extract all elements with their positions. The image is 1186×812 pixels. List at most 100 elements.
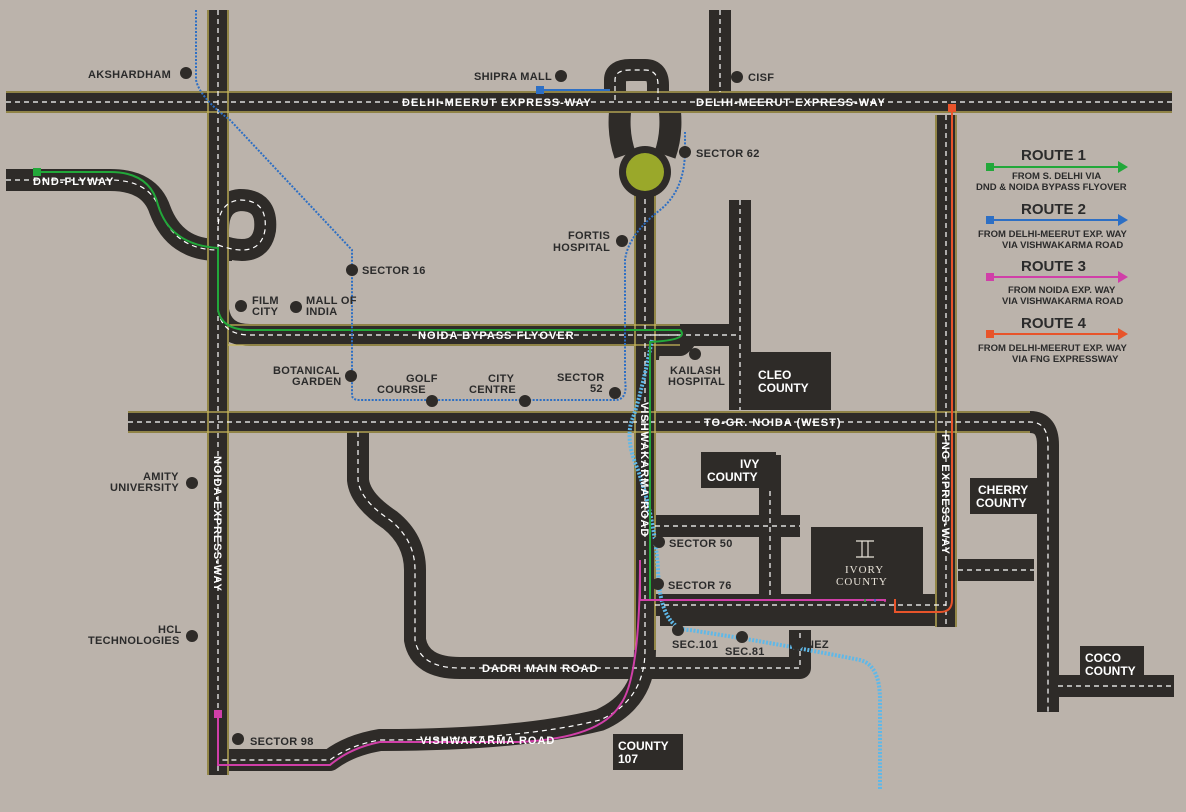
- label-nez: NEZ: [806, 639, 829, 651]
- ivory-logo-icon: [856, 540, 874, 558]
- label-cisf: CISF: [748, 72, 774, 84]
- road-label-dnd: DND-FLYWAY: [33, 176, 114, 188]
- route4-path: [894, 108, 953, 613]
- label-fortis-1: FORTIS: [568, 230, 610, 242]
- legend-route2: ROUTE 2 FROM DELHI-MEERUT EXP. WAY VIA V…: [978, 201, 1128, 251]
- legend: ROUTE 1 FROM S. DELHI VIA DND & NOIDA BY…: [976, 147, 1128, 365]
- legend-route4: ROUTE 4 FROM DELHI-MEERUT EXP. WAY VIA F…: [978, 315, 1128, 365]
- label-kailash-2: HOSPITAL: [668, 376, 725, 388]
- label-sector16: SECTOR 16: [362, 265, 426, 277]
- label-cherry-2: COUNTY: [976, 496, 1027, 510]
- dot-cisf: [731, 71, 743, 83]
- road-label-noida-expressway: NOIDA-EXPRESS-WAY: [211, 456, 223, 592]
- road-dnd-loop: [207, 189, 277, 261]
- dot-sector62: [679, 146, 691, 158]
- label-hcl-1: HCL: [158, 624, 182, 636]
- legend-route3-title: ROUTE 3: [1021, 258, 1086, 275]
- legend-route4-line1: FROM DELHI-MEERUT EXP. WAY: [978, 343, 1128, 354]
- legend-route2-line2: VIA VISHWAKARMA ROAD: [1002, 240, 1123, 251]
- label-mall-2: INDIA: [306, 306, 337, 318]
- label-shipra-mall: SHIPRA MALL: [474, 71, 552, 83]
- legend-route1-title: ROUTE 1: [1021, 147, 1086, 164]
- legend-route2-line1: FROM DELHI-MEERUT EXP. WAY: [978, 229, 1128, 240]
- dot-hcl: [186, 630, 198, 642]
- label-cherry-1: CHERRY: [978, 483, 1028, 497]
- label-botanical-1: BOTANICAL: [273, 365, 340, 377]
- label-coco-1: COCO: [1085, 651, 1121, 665]
- label-ivy-2: COUNTY: [707, 470, 758, 484]
- legend-route1-line2: DND & NOIDA BYPASS FLYOVER: [976, 182, 1127, 193]
- label-akshardham: AKSHARDHAM: [88, 69, 171, 81]
- label-sector50: SECTOR 50: [669, 538, 733, 550]
- label-city-1: CITY: [488, 373, 515, 385]
- dot-sec81: [736, 631, 748, 643]
- label-mall-1: MALL OF: [306, 295, 357, 307]
- dot-mall-of-india: [290, 301, 302, 313]
- label-county107-1: COUNTY: [618, 739, 669, 753]
- dot-film-city: [235, 300, 247, 312]
- road-roundabout-left: [608, 111, 636, 159]
- label-county107-2: 107: [618, 752, 638, 766]
- legend-route3: ROUTE 3 FROM NOIDA EXP. WAY VIA VISHWAKA…: [986, 258, 1128, 307]
- road-network: [6, 10, 1174, 775]
- dot-kailash: [689, 348, 701, 360]
- route2-start-marker: [536, 86, 544, 94]
- label-amity-1: AMITY: [143, 471, 179, 483]
- project-ivy-county: IVY COUNTY: [701, 452, 776, 488]
- legend-route4-title: ROUTE 4: [1021, 315, 1087, 332]
- project-coco-county: COCO COUNTY: [1080, 646, 1144, 682]
- road-label-delhi-meerut-left: DELHI-MEERUT EXPRESS-WAY: [402, 97, 592, 109]
- label-botanical-2: GARDEN: [292, 376, 341, 388]
- dot-city-centre: [519, 395, 531, 407]
- label-sec101: SEC.101: [672, 639, 718, 651]
- dot-sector76: [652, 578, 664, 590]
- dot-botanical: [345, 370, 357, 382]
- legend-route3-line2: VIA VISHWAKARMA ROAD: [1002, 296, 1123, 307]
- project-county-107: COUNTY 107: [613, 734, 683, 770]
- label-coco-2: COUNTY: [1085, 664, 1136, 678]
- metro-line: [627, 339, 882, 790]
- legend-route4-line2: VIA FNG EXPRESSWAY: [1012, 354, 1119, 365]
- dot-sec101: [672, 624, 684, 636]
- route3-start-marker: [214, 710, 222, 718]
- legend-route2-title: ROUTE 2: [1021, 201, 1086, 218]
- label-cleo-2: COUNTY: [758, 381, 809, 395]
- route3-path: [217, 559, 886, 766]
- legend-route3-line1: FROM NOIDA EXP. WAY: [1008, 285, 1116, 296]
- dot-shipra-mall: [555, 70, 567, 82]
- dot-akshardham: [180, 67, 192, 79]
- route4-start-marker: [948, 104, 956, 112]
- landmark-labels: AKSHARDHAM SHIPRA MALL CISF SECTOR 62 FO…: [88, 69, 829, 748]
- dot-sector50: [653, 536, 665, 548]
- route1-path: [36, 171, 866, 601]
- road-label-fng: FNG EXPRESS-WAY: [939, 434, 951, 555]
- landmark-dots: [180, 67, 803, 745]
- dot-nez: [791, 638, 803, 650]
- project-cleo-county: CLEO COUNTY: [744, 352, 831, 410]
- label-film-2: CITY: [252, 306, 279, 318]
- dot-fortis: [616, 235, 628, 247]
- legend-route1: ROUTE 1 FROM S. DELHI VIA DND & NOIDA BY…: [976, 147, 1128, 193]
- road-roundabout-right: [654, 111, 682, 159]
- label-kailash-1: KAILASH: [670, 365, 721, 377]
- label-golf-1: GOLF: [406, 373, 438, 385]
- road-label-vishwakarma-bottom: VISHWAKARMA ROAD: [420, 735, 555, 747]
- dot-amity: [186, 477, 198, 489]
- road-label-vishwakarma-vertical: VISHWAKARMA ROAD: [638, 402, 650, 537]
- label-hcl-2: TECHNOLOGIES: [88, 635, 180, 647]
- road-dnd: [6, 169, 232, 261]
- label-fortis-2: HOSPITAL: [553, 242, 610, 254]
- label-ivory-1: IVORY: [845, 564, 884, 576]
- dot-sector98: [232, 733, 244, 745]
- label-sector98: SECTOR 98: [250, 736, 314, 748]
- project-cherry-county: CHERRY COUNTY: [970, 478, 1040, 514]
- road-label-delhi-meerut-right: DELHI-MEERUT EXPRESS-WAY: [696, 97, 886, 109]
- roundabout-centre: [626, 153, 664, 191]
- label-sec81: SEC.81: [725, 646, 765, 658]
- label-ivory-2: COUNTY: [836, 576, 888, 588]
- label-ivy-1: IVY: [740, 457, 759, 471]
- label-sector76: SECTOR 76: [668, 580, 732, 592]
- label-amity-2: UNIVERSITY: [110, 482, 179, 494]
- label-city-2: CENTRE: [469, 384, 516, 396]
